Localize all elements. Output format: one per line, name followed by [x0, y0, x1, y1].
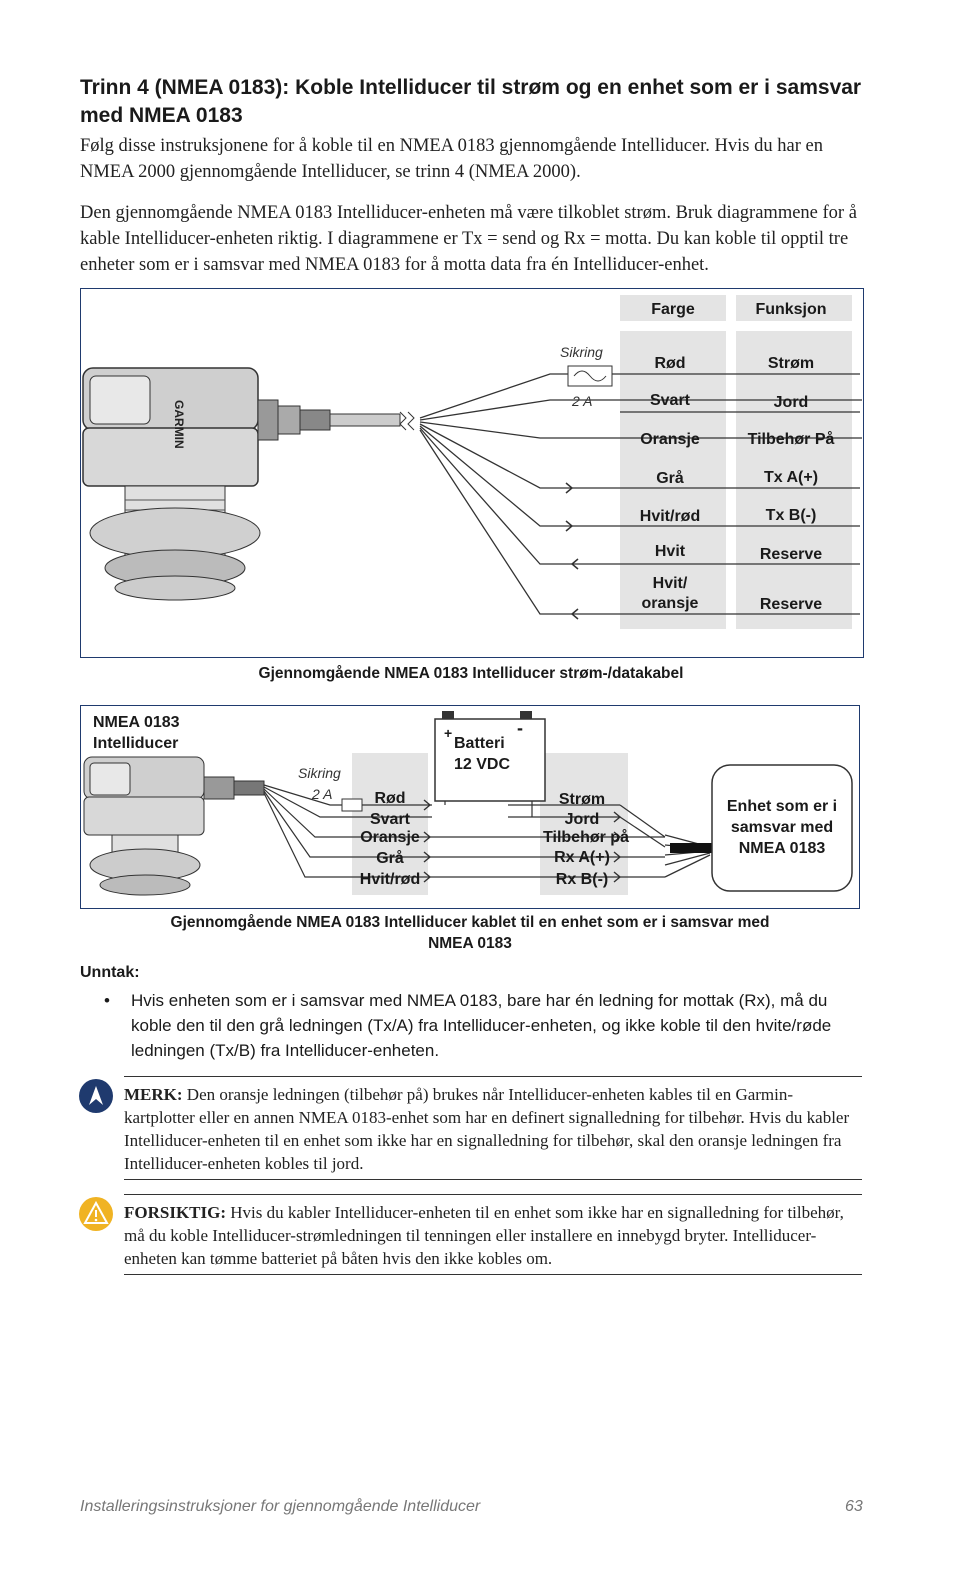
fuse-label: Sikring [298, 765, 341, 781]
instructions-paragraph: Den gjennomgående NMEA 0183 Intelliducer… [80, 203, 857, 275]
caution-text: Hvis du kabler Intelliducer-enheten til … [124, 1203, 844, 1268]
page-number: 63 [845, 1498, 863, 1515]
wire-function: Tx B(-) [765, 507, 817, 524]
target-device-label: Enhet som er i samsvar med NMEA 0183 [726, 798, 838, 857]
color-column-bg [620, 295, 726, 629]
diagram2-drawing [83, 711, 853, 896]
target-device-box [711, 764, 853, 892]
wire-color: Svart [649, 392, 691, 409]
note-label: MERK: [124, 1085, 183, 1104]
caution-label: FORSIKTIG: [124, 1203, 227, 1222]
wire-color: Hvit/rød [639, 508, 701, 525]
fuse-rating: 2 A [572, 393, 593, 409]
device-input: Tilbehør på [543, 829, 629, 846]
fuse-symbol [341, 798, 363, 812]
wire-color: Oransje [640, 431, 700, 448]
device-input: Strøm [558, 791, 606, 808]
wire-color: Rød [374, 790, 406, 807]
transducer-illustration: GARMIN [82, 367, 415, 601]
page-heading: Trinn 4 (NMEA 0183): Koble Intelliducer … [80, 74, 880, 130]
diagram1-drawing: GARMIN [82, 321, 862, 620]
wire-function: Strøm [767, 355, 815, 372]
left-column-bg [352, 753, 428, 895]
note-text: Den oransje ledningen (tilbehør på) bruk… [124, 1085, 850, 1173]
wire-function: Reserve [759, 596, 823, 613]
device-input: Rx A(+) [554, 849, 610, 866]
diagram2-caption: Gjennomgående NMEA 0183 Intelliducer kab… [170, 914, 770, 952]
battery-plus: + [444, 725, 453, 741]
diagram1-caption: Gjennomgående NMEA 0183 Intelliducer str… [258, 665, 684, 682]
fuse-label: Sikring [560, 344, 603, 360]
wire-color: Grå [656, 470, 684, 487]
wire-function: Reserve [759, 546, 823, 563]
wire-function: Tilbehør På [747, 431, 835, 448]
wiring-to-nmea-device-diagram [80, 705, 860, 909]
wire-function: Tx A(+) [763, 469, 819, 486]
wire-color: Rød [654, 355, 686, 372]
battery-minus: - [517, 718, 523, 738]
wire-function: Jord [773, 394, 809, 411]
note-box: MERK: Den oransje ledningen (tilbehør på… [124, 1076, 862, 1180]
wire-color: Hvit/rød [359, 871, 421, 888]
fuse-rating: 2 A [312, 786, 333, 802]
exception-text: Hvis enheten som er i samsvar med NMEA 0… [131, 991, 832, 1060]
device-label: NMEA 0183 Intelliducer [93, 714, 180, 752]
device-input: Jord [564, 811, 600, 828]
footer-title: Installeringsinstruksjoner for gjennomgå… [80, 1498, 481, 1515]
right-column-bg [540, 753, 628, 895]
small-transducer-illustration [83, 756, 265, 896]
device-input: Rx B(-) [555, 871, 609, 888]
wire-color: Svart [369, 811, 411, 828]
battery-symbol [434, 718, 546, 802]
caution-box: FORSIKTIG: Hvis du kabler Intelliducer-e… [124, 1194, 862, 1275]
header-function: Funksjon [755, 301, 827, 318]
wire-color: Grå [376, 850, 404, 867]
bullet-marker: • [104, 991, 110, 1010]
heading-prefix: Trinn 4 (NMEA 0183): [80, 76, 296, 99]
note-icon [79, 1079, 113, 1113]
device-brand-text: GARMIN [172, 400, 186, 449]
function-column-bg [736, 295, 852, 629]
header-color: Farge [651, 301, 695, 318]
wire-color: Hvit/ oransje [641, 575, 699, 612]
heading-title: Koble Intelliducer til strøm og en enhet… [80, 76, 862, 127]
exceptions-title: Unntak: [80, 964, 140, 981]
wire-color: Oransje [360, 829, 420, 846]
power-data-cable-diagram [80, 288, 864, 658]
warning-icon [79, 1197, 113, 1231]
wire-color: Hvit [654, 543, 686, 560]
intro-paragraph: Følg disse instruksjonene for å koble ti… [80, 136, 823, 182]
battery-label: Batteri 12 VDC [454, 735, 511, 773]
